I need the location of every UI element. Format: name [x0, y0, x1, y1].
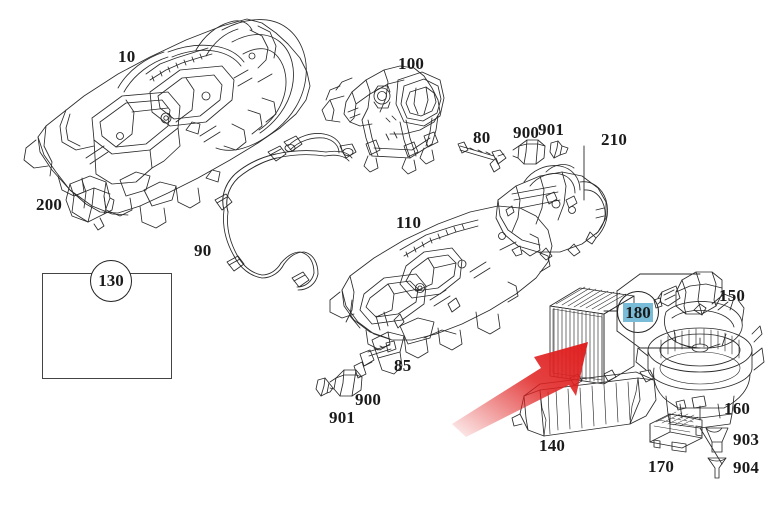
- part-85-linkage-lever: [353, 340, 397, 379]
- callout-210[interactable]: 210: [601, 130, 628, 149]
- callout-901-top[interactable]: 901: [538, 120, 565, 139]
- callout-160[interactable]: 160: [724, 399, 751, 418]
- callout-900-top[interactable]: 900: [513, 123, 540, 142]
- callout-85[interactable]: 85: [394, 356, 412, 375]
- callout-circle-180-label: 180: [623, 302, 653, 322]
- part-100-frame-bracket: [321, 65, 445, 175]
- callout-900-bottom[interactable]: 900: [355, 390, 382, 409]
- part-900-clip-bottom: [329, 369, 363, 397]
- part-150-blower-regulator: [653, 271, 745, 349]
- callout-170[interactable]: 170: [648, 457, 675, 476]
- part-200-servo-actuator: [65, 175, 115, 231]
- callout-circle-130-label: 130: [98, 271, 124, 290]
- part-170-connector-module: [649, 411, 703, 453]
- callout-10[interactable]: 10: [118, 47, 136, 66]
- callout-150[interactable]: 150: [719, 286, 746, 305]
- part-10-housing-assembly: [23, 18, 311, 229]
- callout-100[interactable]: 100: [398, 54, 425, 73]
- callout-140[interactable]: 140: [539, 436, 566, 455]
- callout-901-bottom[interactable]: 901: [329, 408, 356, 427]
- callout-904[interactable]: 904: [733, 458, 760, 477]
- part-904-rivet: [707, 457, 727, 479]
- part-210-heater-unit: [495, 164, 608, 261]
- callout-903[interactable]: 903: [733, 430, 760, 449]
- part-80-linkage-rod: [457, 141, 507, 173]
- callout-80[interactable]: 80: [473, 128, 491, 147]
- callout-90[interactable]: 90: [194, 241, 212, 260]
- part-900-clip-top: [512, 139, 546, 165]
- part-160-blower-fan: [635, 325, 765, 465]
- part-903-grommet: [705, 427, 729, 453]
- highlight-arrow: [452, 342, 588, 437]
- part-901-clip-bottom: [315, 377, 334, 397]
- callout-circle-180[interactable]: 180: [617, 291, 659, 333]
- part-110-lower-housing: [329, 205, 553, 375]
- part-90-wiring-harness: [214, 133, 357, 291]
- callout-110[interactable]: 110: [396, 213, 422, 232]
- part-901-clip-top: [549, 140, 569, 159]
- callout-200[interactable]: 200: [36, 195, 63, 214]
- callout-circle-130[interactable]: 130: [90, 260, 132, 302]
